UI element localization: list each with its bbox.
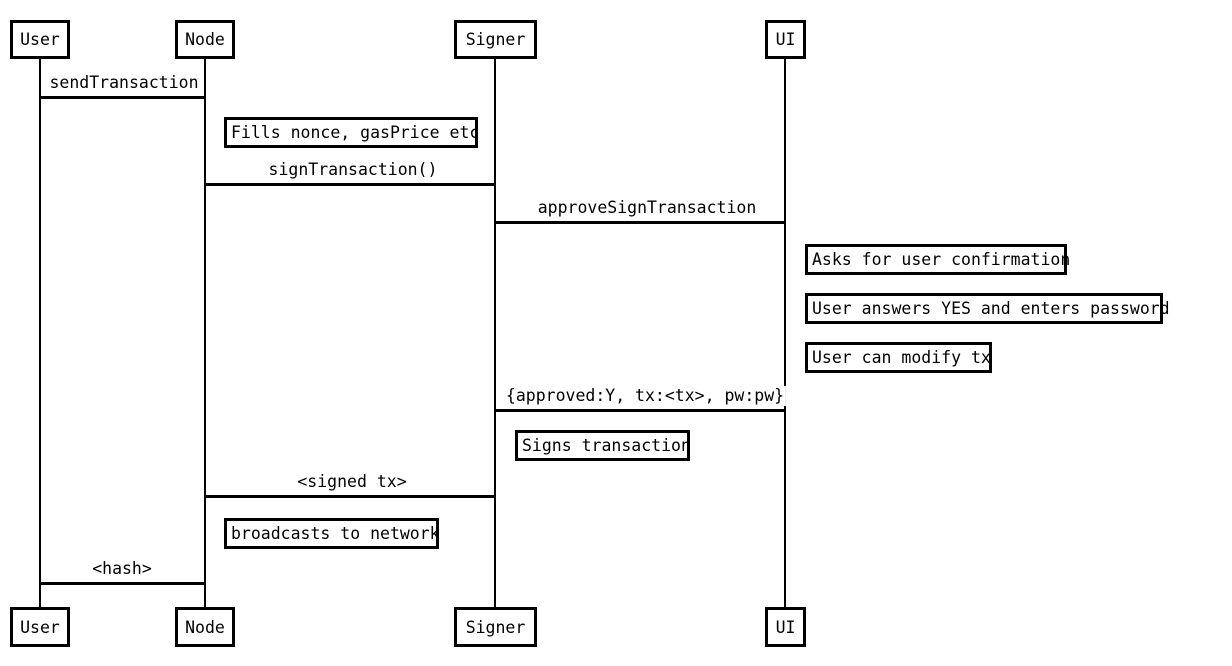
actor-label-user-bottom: User [20,617,60,637]
actor-box-user-top: User [10,20,70,59]
lifeline-signer [494,59,496,607]
lifeline-user [39,59,41,607]
note-signs-transaction: Signs transaction [515,430,691,461]
message-label-sign-transaction: signTransaction() [266,160,440,180]
actor-label-user: User [20,30,60,49]
note-broadcasts-to-network: broadcasts to network [224,518,440,549]
actor-label-signer: Signer [465,30,526,49]
message-line-hash [40,582,205,585]
lifeline-node [204,59,206,607]
message-label-approved-payload: {approved:Y, tx:<tx>, pw:pw} [503,386,787,406]
message-line-approved-payload [495,409,785,412]
message-line-sign-transaction [205,183,495,186]
actor-box-ui-bottom: UI [765,607,806,647]
actor-box-node-bottom: Node [175,607,235,647]
message-line-approve-sign-transaction [495,221,785,224]
message-line-send-transaction [40,96,205,99]
actor-box-signer-bottom: Signer [454,607,537,647]
actor-box-node-top: Node [175,20,235,59]
actor-label-node: Node [185,30,225,49]
actor-box-signer-top: Signer [454,20,537,59]
note-fills-nonce: Fills nonce, gasPrice etc [224,117,479,148]
message-label-hash: <hash> [90,559,154,579]
message-label-approve-sign-transaction: approveSignTransaction [535,198,759,218]
note-asks-user-confirmation: Asks for user confirmation [805,244,1070,275]
actor-label-ui-bottom: UI [775,617,796,637]
note-user-can-modify-tx: User can modify tx [805,342,992,373]
lifeline-ui [784,59,786,607]
actor-box-ui-top: UI [765,20,806,59]
note-user-answers-yes: User answers YES and enters password [805,293,1170,324]
actor-label-ui: UI [775,30,796,49]
actor-label-node-bottom: Node [185,617,225,637]
message-label-signed-tx: <signed tx> [295,472,409,492]
message-label-send-transaction: sendTransaction [47,73,201,93]
actor-box-user-bottom: User [10,607,70,647]
actor-label-signer-bottom: Signer [465,617,526,637]
message-line-signed-tx [205,495,495,498]
